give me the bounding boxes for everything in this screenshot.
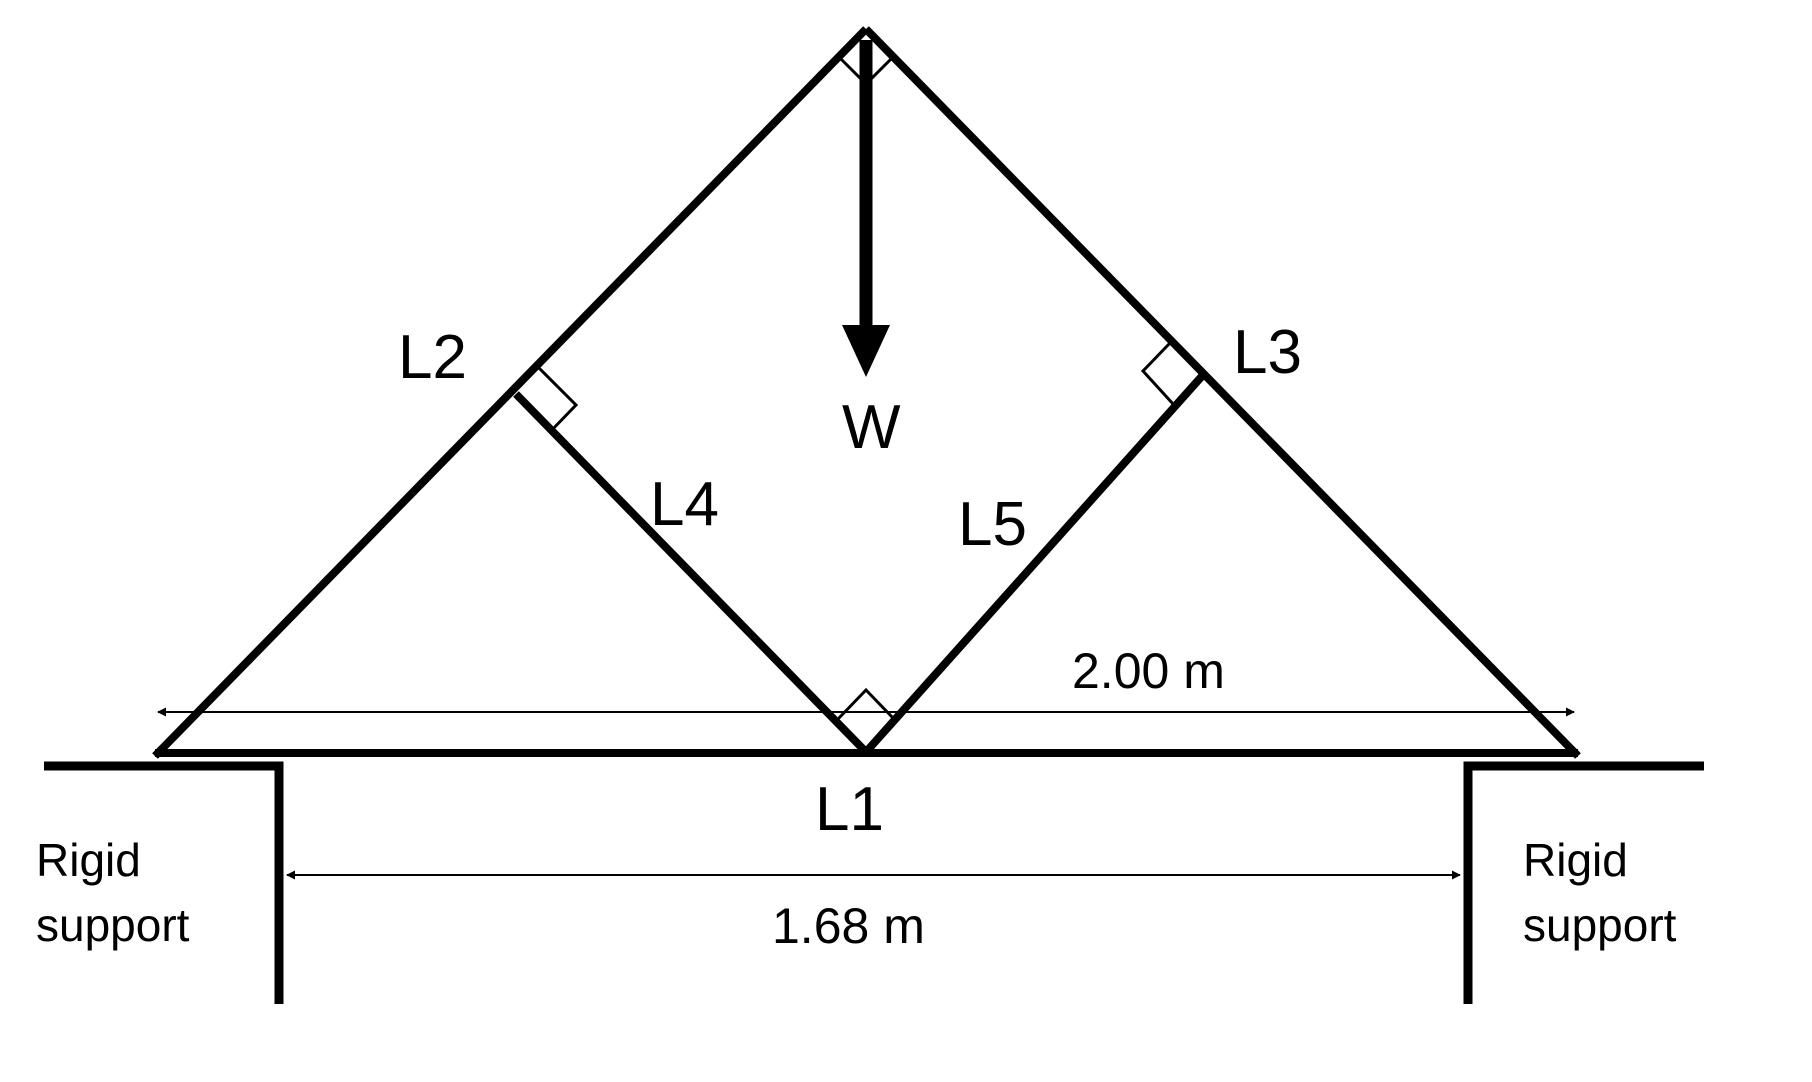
- label-l1: L1: [815, 775, 884, 844]
- left-support-label-line2: support: [36, 899, 190, 951]
- right-rigid-support: [1463, 761, 1704, 1004]
- member-l4-left-web: [513, 391, 869, 755]
- member-l2-left-rafter: [152, 26, 869, 759]
- right-angle-bottom: [836, 687, 896, 721]
- member-l5-right-web: [863, 372, 1206, 755]
- left-rigid-support: [44, 761, 284, 1004]
- label-l5: L5: [958, 490, 1027, 559]
- label-l3: L3: [1233, 318, 1302, 387]
- right-angle-l3-l5: [1140, 341, 1176, 407]
- label-l4: L4: [650, 470, 719, 539]
- right-support-label-line1: Rigid: [1523, 834, 1628, 886]
- right-support-label-line2: support: [1523, 899, 1677, 951]
- load-arrow-head: [842, 325, 890, 377]
- label-w: W: [842, 393, 901, 462]
- dimension-label-2m: 2.00 m: [1072, 643, 1225, 699]
- dimension-label-1-68m: 1.68 m: [772, 898, 925, 954]
- label-l2: L2: [398, 323, 467, 392]
- left-support-label-line1: Rigid: [36, 834, 141, 886]
- member-l3-right-rafter: [863, 26, 1581, 759]
- right-angle-l2-l4: [536, 365, 579, 435]
